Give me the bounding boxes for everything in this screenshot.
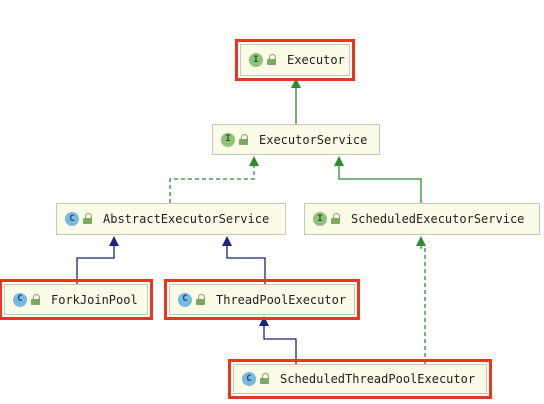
public-lock-icon — [260, 373, 270, 385]
node-fork-join-pool[interactable]: C ForkJoinPool — [0, 279, 153, 320]
arrowhead — [222, 236, 232, 246]
edge-scheduledthreadpool-to-threadpool — [263, 318, 297, 364]
arrowhead — [334, 156, 344, 166]
public-lock-icon — [31, 293, 41, 306]
public-lock-icon — [196, 293, 206, 306]
interface-icon: I — [313, 212, 327, 226]
public-lock-icon — [239, 133, 249, 146]
node-label: ExecutorService — [259, 132, 368, 147]
node-executor[interactable]: I Executor — [235, 39, 355, 81]
node-label: Executor — [287, 53, 345, 67]
arrowhead — [109, 236, 119, 246]
arrowhead — [416, 236, 426, 246]
class-icon: C — [178, 292, 192, 307]
public-lock-icon — [83, 213, 93, 225]
node-label: ScheduledThreadPoolExecutor — [280, 372, 476, 386]
node-scheduled-executor-service[interactable]: I ScheduledExecutorService — [304, 203, 540, 235]
node-scheduled-thread-pool-executor[interactable]: C ScheduledThreadPoolExecutor — [228, 359, 492, 399]
interface-icon: I — [221, 132, 235, 147]
node-label: ForkJoinPool — [51, 292, 138, 307]
node-label: ThreadPoolExecutor — [216, 292, 347, 307]
edge-abstract-to-executorservice — [169, 158, 255, 203]
class-icon: C — [13, 292, 27, 307]
interface-icon: I — [249, 53, 263, 67]
public-lock-icon — [331, 213, 341, 225]
arrowhead — [291, 78, 301, 88]
node-label: ScheduledExecutorService — [351, 212, 525, 226]
node-label: AbstractExecutorService — [103, 212, 270, 226]
edge-threadpool-to-abstract — [226, 238, 266, 284]
arrowhead — [259, 316, 269, 326]
public-lock-icon — [267, 54, 277, 66]
node-executor-service[interactable]: I ExecutorService — [212, 124, 380, 155]
node-thread-pool-executor[interactable]: C ThreadPoolExecutor — [164, 279, 360, 320]
abstract-class-icon: C — [65, 212, 79, 226]
class-icon: C — [242, 372, 256, 386]
edge-scheduledthreadpool-to-scheduledservice — [420, 238, 426, 364]
edge-forkjoinpool-to-abstract — [76, 238, 115, 284]
edge-scheduledservice-to-executorservice — [338, 158, 422, 203]
arrowhead — [249, 156, 259, 166]
node-abstract-executor-service[interactable]: C AbstractExecutorService — [56, 203, 286, 235]
